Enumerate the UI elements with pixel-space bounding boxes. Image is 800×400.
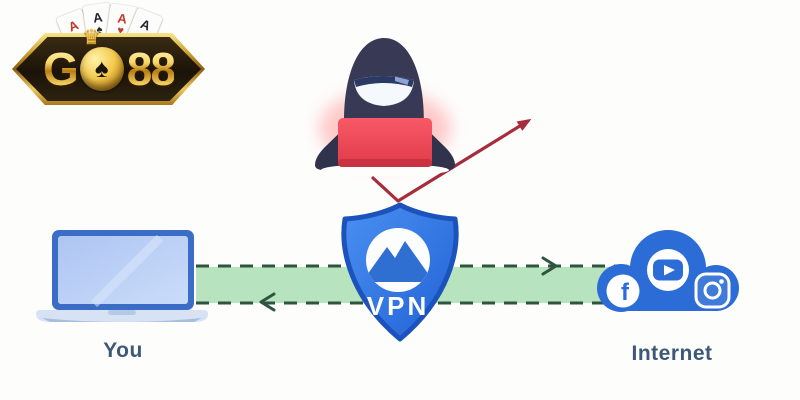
spade-icon: ♠ bbox=[94, 53, 109, 83]
card-rank: A bbox=[91, 8, 104, 26]
card-rank: A bbox=[116, 9, 129, 27]
mountain-icon bbox=[366, 241, 430, 282]
logo-text-88: 88 bbox=[126, 43, 176, 95]
go88-logo: A ♥ A ♠ A ♥ A ♠ ♛ G ♠ 88 bbox=[10, 0, 215, 112]
laptop-notch bbox=[108, 310, 136, 315]
crown-icon: ♛ bbox=[82, 26, 101, 49]
laptop-icon bbox=[36, 230, 208, 322]
logo-o-coin: ♠ bbox=[79, 47, 124, 91]
laptop-base-shadow bbox=[42, 318, 202, 322]
you-label: You bbox=[103, 339, 143, 362]
svg-text:f: f bbox=[621, 279, 630, 306]
hacker-laptop-base bbox=[338, 159, 432, 167]
vpn-label: VPN bbox=[367, 291, 429, 321]
hacker-laptop-icon bbox=[338, 118, 432, 167]
logo-badge: G ♠ 88 bbox=[12, 33, 205, 105]
glasses-glint bbox=[395, 76, 409, 85]
logo-text-g: G bbox=[43, 43, 79, 95]
tunnel-right-chevron-icon bbox=[541, 256, 558, 276]
internet-cloud-icon: f bbox=[597, 230, 739, 312]
vpn-shield-icon: VPN bbox=[341, 202, 459, 342]
hacker-icon bbox=[315, 38, 455, 176]
laptop-base bbox=[36, 310, 208, 322]
facebook-icon: f bbox=[606, 274, 640, 308]
logo-badge-face: G ♠ 88 bbox=[16, 37, 201, 101]
internet-label: Internet bbox=[631, 342, 713, 365]
screen-reflection bbox=[90, 234, 164, 308]
tunnel-left-chevron-icon bbox=[259, 292, 276, 312]
youtube-icon bbox=[647, 249, 689, 291]
attack-deflected-arrow-icon bbox=[371, 118, 532, 203]
instagram-icon bbox=[694, 272, 731, 309]
